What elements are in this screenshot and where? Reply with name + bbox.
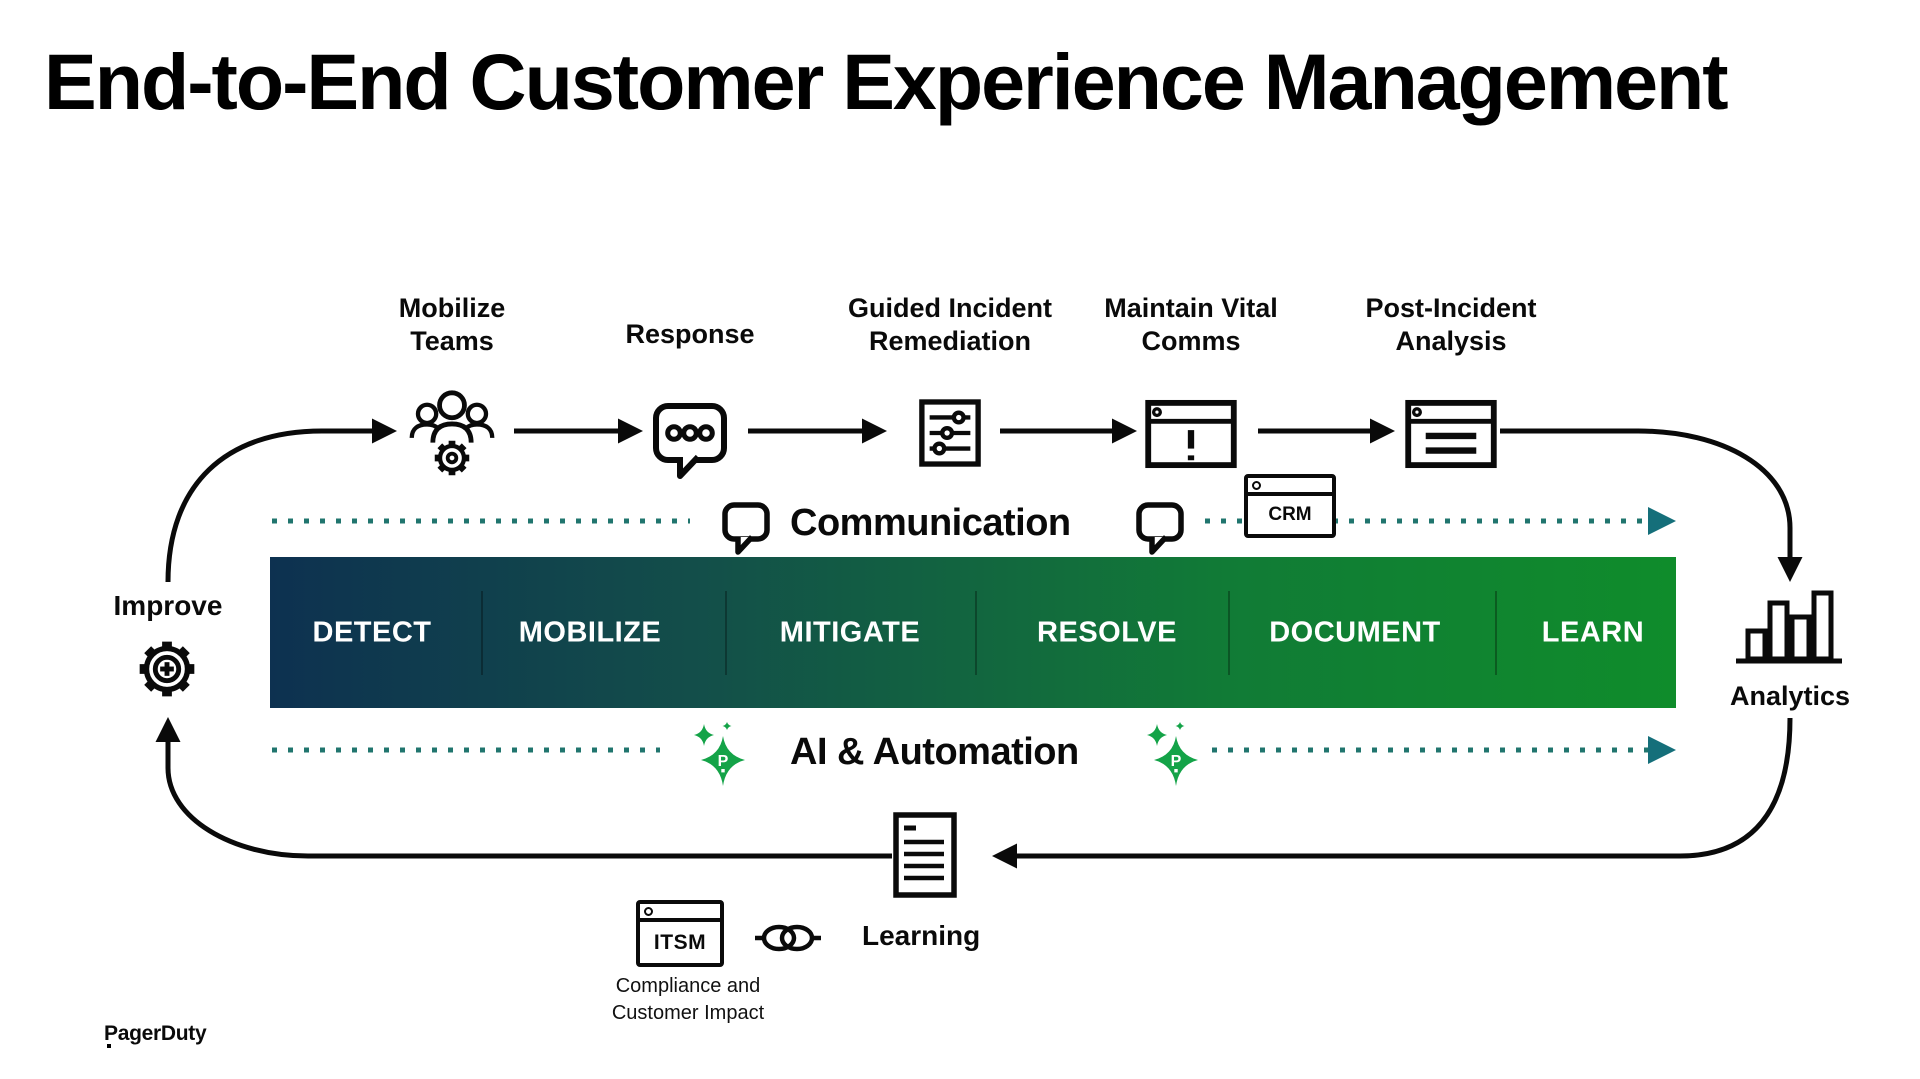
crm-label: CRM [1268,504,1312,525]
pagerduty-logo: PagerDuty [104,1022,207,1045]
crm-window-titlebar [1248,478,1332,496]
report-window-icon [1405,399,1497,469]
pagerduty-ai-sparkle-icon: P [1147,722,1198,786]
connector-improve-to-mobilize [165,418,397,583]
knot-icon [755,924,821,952]
runbook-sliders-icon [919,399,981,467]
stage-mitigate: MITIGATE [779,616,921,648]
pagerduty-logo-dot [107,1044,111,1048]
stage-divider [975,591,977,675]
step-label-guided-incident-remediation: Guided Incident Remediation [847,293,1052,356]
svg-text:P: P [1171,753,1182,770]
analytics-label: Analytics [1729,681,1851,711]
itsm-label: ITSM [653,930,707,954]
ai-track-label: AI & Automation [790,731,1079,773]
step-label-maintain-vital-comms: Maintain Vital Comms [1104,293,1278,356]
stage-divider [1228,591,1230,675]
stage-document: DOCUMENT [1269,616,1441,648]
alert-window-icon [1145,399,1237,469]
small-gear-icon [434,440,470,476]
crm-system-box: CRM [1244,474,1336,538]
team-gear-icon [409,390,495,476]
improve-gear-icon [139,641,195,697]
stage-mobilize: MOBILIZE [518,616,662,648]
window-dot-icon [644,907,653,916]
window-dot-icon [1252,481,1261,490]
itsm-window-titlebar [640,904,720,922]
page-title: End-to-End Customer Experience Managemen… [44,37,1729,126]
chat-bubble-icon [722,502,770,555]
pagerduty-ai-sparkle-icon: P [694,722,745,786]
stage-divider [725,591,727,675]
stage-learn: LEARN [1541,616,1645,648]
compliance-note: Compliance and Customer Impact [611,975,765,1024]
itsm-system-box: ITSM [636,900,724,967]
connector-learning-to-improve [155,717,892,859]
step-label-mobilize-teams: Mobilize Teams [398,293,506,356]
step-label-response: Response [625,319,755,349]
analytics-bar-chart-icon [1736,590,1842,664]
improve-label: Improve [113,590,223,621]
stage-resolve: RESOLVE [1037,616,1177,648]
connector-analytics-to-learning [992,717,1793,869]
connector-analysis-to-analytics [1500,428,1803,582]
communication-track-label: Communication [790,502,1071,544]
learning-document-icon [893,812,957,898]
learning-label: Learning [862,920,981,951]
stage-divider [481,591,483,675]
stage-detect: DETECT [312,616,432,648]
chat-dots-icon [653,403,727,479]
svg-text:P: P [718,753,729,770]
incident-lifecycle-bar: DETECT MOBILIZE MITIGATE RESOLVE DOCUMEN… [270,557,1676,708]
step-label-post-incident-analysis: Post-Incident Analysis [1365,293,1537,356]
stage-divider [1495,591,1497,675]
chat-bubble-icon [1136,502,1184,555]
